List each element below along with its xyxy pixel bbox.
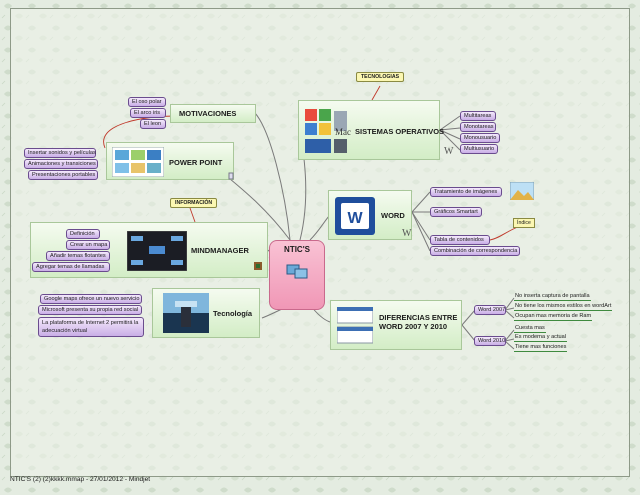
topic-word[interactable]: W WORD <box>328 190 412 240</box>
subtopic-crear-mapa[interactable]: Crear un mapa <box>66 240 110 250</box>
subtopic-monousuario[interactable]: Monousuario <box>460 133 500 143</box>
subtopic-animaciones[interactable]: Animaciones y transiciones <box>24 159 98 169</box>
central-topic-label: NTIC'S <box>284 245 310 254</box>
callout-tecnologias[interactable]: TECNOLOGIAS <box>356 72 405 82</box>
topic-sistemas-title: SISTEMAS OPERATIVOS <box>355 127 445 136</box>
subtopic-multiusuario[interactable]: Multiusuario <box>460 144 498 154</box>
word-logo-icon: W <box>335 197 375 235</box>
topic-word-title: WORD <box>381 211 405 220</box>
detail-2007-captura[interactable]: No inserta captura de pantalla <box>514 293 591 301</box>
word-doc-icon-2: W <box>402 228 412 239</box>
topic-tecnologia[interactable]: Tecnología <box>152 288 260 338</box>
detail-2007-estilos[interactable]: No tiene los mismos estilos en wordArt <box>514 303 613 311</box>
note-indice[interactable]: Índice <box>513 218 535 228</box>
image-thumbnail-icon <box>510 182 534 200</box>
callout-informacion[interactable]: INFORMACIÓN <box>170 198 218 208</box>
detail-2010-moderna[interactable]: Es moderna y actual <box>514 334 567 342</box>
small-image-icon <box>254 262 262 270</box>
operating-systems-icon <box>305 109 347 153</box>
footer-filename: NTIC'S (2) (2)kkkk.mmap - 27/01/2012 - M… <box>10 476 151 483</box>
subtopic-multitareas[interactable]: Multitareas <box>460 111 496 121</box>
subtopic-insertar-sonidos[interactable]: Insertar sonidos y películas <box>24 148 96 158</box>
subtopic-microsoft-red-social[interactable]: Microsoft presenta su propia red social <box>38 305 142 315</box>
detail-2007-memoria[interactable]: Ocupan mas memoria de Ram <box>514 313 593 321</box>
topic-motivaciones[interactable]: MOTIVACIONES <box>170 104 256 123</box>
document-screenshot-icon <box>337 307 373 344</box>
network-computer-icon <box>286 264 308 279</box>
topic-motivaciones-title: MOTIVACIONES <box>179 109 237 118</box>
subtopic-tratamiento-imagenes[interactable]: Tratamiento de imágenes <box>430 187 502 197</box>
subtopic-graficos-smartart[interactable]: Gráficos Smartart <box>430 207 482 217</box>
subtopic-anadir-temas[interactable]: Añadir temas flotantes <box>46 251 110 261</box>
attachment-icon <box>228 172 234 180</box>
subtopic-definicion[interactable]: Definición <box>66 229 100 239</box>
subtopic-agregar-temas[interactable]: Agregar temas de llamadas <box>32 262 110 272</box>
subtopic-google-maps[interactable]: Google maps ofrece un nuevo servicio <box>40 294 142 304</box>
svg-text:W: W <box>347 210 363 227</box>
subtopic-arco-iris[interactable]: El arco iris <box>130 108 166 118</box>
subtopic-monotareas[interactable]: Monotareas <box>460 122 496 132</box>
mindmanager-screen-icon <box>127 231 187 271</box>
subtopic-presentaciones[interactable]: Presentaciones portables <box>28 170 98 180</box>
subtopic-internet-2[interactable]: La plataforma de Internet 2 permitirá la… <box>38 317 144 337</box>
detail-2010-funciones[interactable]: Tiene mas funciones <box>514 344 568 352</box>
subtopic-tabla-contenidos[interactable]: Tabla de contenidos <box>430 235 490 245</box>
technology-image-icon <box>163 293 209 333</box>
subtopic-combinacion-correspondencia[interactable]: Combinación de correspondencia <box>430 246 520 256</box>
power-point-slides-icon <box>112 147 164 177</box>
subtopic-oso-polar[interactable]: El oso polar <box>128 97 166 107</box>
detail-2010-cuesta[interactable]: Cuesta mas <box>514 325 546 333</box>
topic-diferencias[interactable]: DIFERENCIAS ENTRE WORD 2007 Y 2010 <box>330 300 462 350</box>
topic-tecnologia-title: Tecnología <box>213 309 253 318</box>
topic-power-point-title: POWER POINT <box>169 158 223 167</box>
subtopic-leon[interactable]: El leon <box>140 119 166 129</box>
topic-power-point[interactable]: POWER POINT <box>106 142 234 180</box>
topic-diferencias-title: DIFERENCIAS ENTRE WORD 2007 Y 2010 <box>379 313 458 331</box>
subtopic-word-2010[interactable]: Word 2010 <box>474 336 506 346</box>
topic-mindmanager-title: MINDMANAGER <box>191 246 249 255</box>
central-topic[interactable]: NTIC'S <box>269 240 325 310</box>
subtopic-word-2007[interactable]: Word 2007 <box>474 305 506 315</box>
word-doc-icon: W <box>444 146 454 157</box>
mac-logo-text: Mac <box>335 127 351 137</box>
topic-sistemas-operativos[interactable]: Mac SISTEMAS OPERATIVOS <box>298 100 444 160</box>
